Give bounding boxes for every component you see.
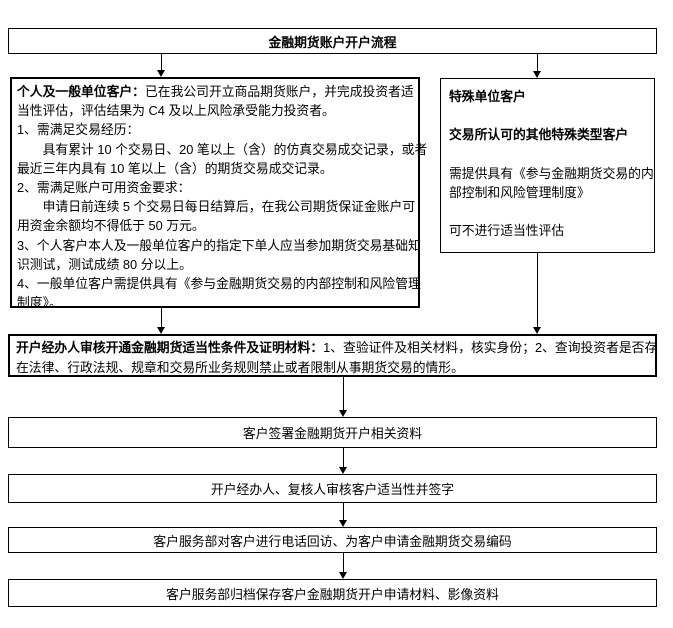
individual-general-client-box: 个人及一般单位客户：已在我公司开立商品期货账户，并完成投资者适 当性评估，评估结…	[10, 77, 428, 310]
text-line	[449, 145, 650, 164]
flow-arrow-title-to-left	[157, 54, 165, 77]
text-line: 需提供具有《参与金融期货交易的内	[449, 165, 654, 181]
text-line: 部控制和风险管理制度》	[449, 184, 590, 200]
flow-arrow-callback-to-archive	[339, 553, 347, 579]
text-line: 4、一般单位客户需提供具有《参与金融期货交易的内部控制和风险管理	[17, 276, 421, 292]
text-line: 个人及一般单位客户：已在我公司开立商品期货账户，并完成投资者适	[17, 84, 414, 99]
text-line: 特殊单位客户	[449, 89, 526, 104]
step-archive-materials: 客户服务部归档保存客户金融期货开户申请材料、影像资料	[8, 579, 657, 607]
text-line	[449, 202, 650, 221]
title-box: 金融期货账户开户流程	[8, 28, 657, 54]
text-line	[449, 106, 650, 125]
flow-arrow-reviewsign-to-callback	[339, 503, 347, 527]
text-line: 1、需满足交易经历：	[17, 122, 140, 138]
special-client-box: 特殊单位客户 交易所认可的其他特殊类型客户 需提供具有《参与金融期货交易的内 部…	[440, 78, 655, 253]
text-line: 最近三年内具有 10 笔以上（含）的期货交易成交记录。	[17, 160, 333, 176]
flow-arrow-left-to-review	[157, 308, 165, 334]
step-review-and-sign: 开户经办人、复核人审核客户适当性并签字	[8, 474, 657, 503]
flow-arrow-sign-to-reviewsign	[339, 448, 347, 474]
text-line: 2、需满足账户可用资金要求：	[17, 180, 191, 196]
text-line: 交易所认可的其他特殊类型客户	[449, 127, 629, 143]
text-line: 在法律、行政法规、规章和交易所业务规则禁止或者限制从事期货交易的情形。	[16, 359, 464, 375]
text-line: 用资金余额均不得低于 50 万元。	[17, 218, 205, 234]
step-sign-documents: 客户签署金融期货开户相关资料	[8, 417, 657, 448]
reviewer-check-box: 开户经办人审核开通金融期货适当性条件及证明材料：1、查验证件及相关材料，核实身份…	[8, 334, 657, 377]
text-line: 识测试，测试成绩 80 分以上。	[17, 256, 192, 272]
text-line: 当性评估，评估结果为 C4 及以上风险承受能力投资者。	[17, 103, 335, 119]
text-line: 可不进行适当性评估	[449, 223, 565, 239]
text-line: 开户经办人审核开通金融期货适当性条件及证明材料：1、查验证件及相关材料，核实身份…	[16, 340, 658, 355]
text-line: 具有累计 10 个交易日、20 笔以上（含）的仿真交易成交记录，或者	[17, 141, 428, 157]
flow-arrow-title-to-right	[533, 54, 541, 78]
text-line: 制度》。	[17, 295, 62, 311]
text-line: 申请日前连续 5 个交易日每日结算后，在我公司期货保证金账户可	[17, 199, 416, 215]
flow-arrow-review-to-sign	[339, 377, 347, 417]
page-title: 金融期货账户开户流程	[268, 34, 397, 50]
text-line: 3、个人客户本人及一般单位客户的指定下单人应当参加期货交易基础知	[17, 237, 421, 253]
step-phone-callback: 客户服务部对客户进行电话回访、为客户申请金融期货交易编码	[8, 527, 657, 553]
flow-arrow-right-to-review	[533, 253, 541, 334]
